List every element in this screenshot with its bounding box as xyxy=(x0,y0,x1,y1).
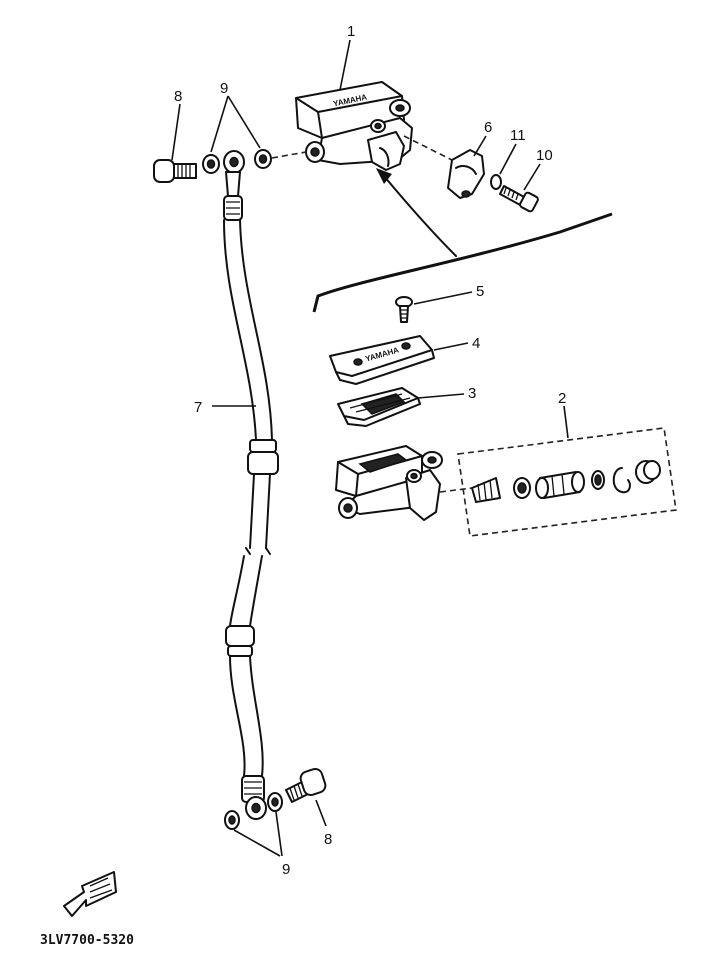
callout-5: 5 xyxy=(476,283,484,300)
assembly-arrow xyxy=(383,175,457,257)
assembly-arrow-head xyxy=(376,168,392,184)
holder-bracket xyxy=(447,149,485,199)
callout-10: 10 xyxy=(536,147,553,164)
piston-kit-box xyxy=(439,427,677,537)
bottom-washer-right xyxy=(267,792,283,812)
reservoir-cover: YAMAHA xyxy=(329,335,435,385)
washer xyxy=(490,174,502,190)
cylinder-body xyxy=(335,445,443,521)
top-washer-right xyxy=(254,149,272,169)
callout-11: 11 xyxy=(510,127,526,144)
callout-1: 1 xyxy=(347,23,355,40)
diaphragm xyxy=(337,387,421,427)
top-washer-left xyxy=(202,154,220,174)
callout-3: 3 xyxy=(468,385,476,402)
front-direction-arrow-icon xyxy=(63,871,117,917)
cover-screw xyxy=(395,296,413,323)
callout-7: 7 xyxy=(194,399,202,416)
master-cylinder-assembly: YAMAHA xyxy=(295,81,413,171)
bottom-banjo-bolt xyxy=(285,768,327,803)
top-banjo-bolt xyxy=(153,159,197,183)
section-divider xyxy=(312,212,613,313)
bottom-banjo-fitting xyxy=(245,796,267,820)
callout-8-bottom: 8 xyxy=(324,831,332,848)
bottom-washer-left xyxy=(224,810,240,830)
callout-9-top: 9 xyxy=(220,80,228,97)
callout-2: 2 xyxy=(558,390,566,407)
bolt xyxy=(499,185,539,213)
brake-hose xyxy=(223,195,279,803)
diagram-part-code: 3LV7700-5320 xyxy=(40,933,134,948)
top-banjo-fitting xyxy=(223,150,245,197)
callout-6: 6 xyxy=(484,119,492,136)
callout-4: 4 xyxy=(472,335,480,352)
callout-8-top: 8 xyxy=(174,88,182,105)
callout-9-bottom: 9 xyxy=(282,861,290,878)
